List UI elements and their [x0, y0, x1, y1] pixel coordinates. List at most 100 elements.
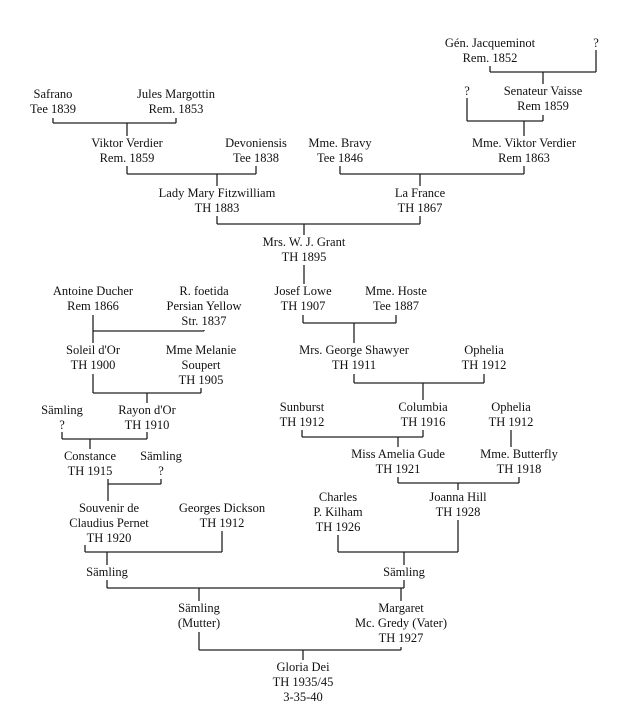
node-line: ? — [158, 464, 164, 478]
node-line: ? — [593, 36, 599, 50]
node-samling-4: Sämling — [383, 565, 425, 580]
node-line: Gloria Dei — [276, 660, 330, 674]
node-samling-mutter: Sämling(Mutter) — [178, 601, 220, 631]
node-line: Soupert — [181, 358, 221, 372]
node-line: TH 1895 — [281, 250, 327, 264]
node-line: TH 1935/45 — [272, 675, 334, 689]
node-line: TH 1900 — [70, 358, 116, 372]
node-line: Columbia — [398, 400, 448, 414]
node-line: Mc. Gredy (Vater) — [355, 616, 447, 630]
node-line: Tee 1839 — [30, 102, 76, 116]
node-line: Tee 1887 — [373, 299, 419, 313]
node-line: Mrs. George Shawyer — [299, 343, 409, 357]
node-line: Rem. 1859 — [99, 151, 155, 165]
node-line: ? — [59, 418, 65, 432]
node-line: Ophelia — [464, 343, 504, 357]
node-unknown-top: ? — [593, 36, 599, 51]
node-line: Jules Margottin — [137, 87, 215, 101]
node-line: Miss Amelia Gude — [351, 447, 445, 461]
node-line: TH 1927 — [378, 631, 424, 645]
node-line: Sunburst — [279, 400, 325, 414]
node-line: Souvenir de — [78, 501, 140, 515]
node-line: TH 1921 — [375, 462, 421, 476]
node-line: Rem. 1852 — [462, 51, 518, 65]
node-line: Viktor Verdier — [91, 136, 163, 150]
node-line: Mme. Bravy — [308, 136, 372, 150]
node-line: Sämling — [140, 449, 182, 463]
node-line: Ophelia — [491, 400, 531, 414]
node-line: TH 1911 — [331, 358, 377, 372]
node-line: Mme. Hoste — [365, 284, 427, 298]
node-line: Charles — [318, 490, 358, 504]
node-line: Devoniensis — [225, 136, 287, 150]
node-line: Rem 1859 — [517, 99, 569, 113]
node-line: La France — [394, 186, 446, 200]
node-line: R. foetida — [179, 284, 229, 298]
node-line: Margaret — [378, 601, 424, 615]
node-line: (Mutter) — [177, 616, 221, 630]
node-line: TH 1912 — [461, 358, 507, 372]
node-line: TH 1918 — [496, 462, 542, 476]
node-line: Mme Melanie — [165, 343, 237, 357]
node-line: Rem 1866 — [67, 299, 119, 313]
node-samling-1: Sämling? — [41, 403, 83, 433]
node-line: TH 1912 — [488, 415, 534, 429]
node-line: Tee 1838 — [233, 151, 279, 165]
node-samling-2: Sämling? — [140, 449, 182, 479]
node-line: Rem. 1853 — [148, 102, 204, 116]
node-line: TH 1928 — [435, 505, 481, 519]
node-line: TH 1912 — [279, 415, 325, 429]
node-line: Antoine Ducher — [52, 284, 134, 298]
node-line: Rayon d'Or — [118, 403, 176, 417]
node-line: TH 1883 — [194, 201, 240, 215]
node-line: Josef Lowe — [274, 284, 332, 298]
node-line: Sämling — [41, 403, 83, 417]
node-line: Soleil d'Or — [66, 343, 120, 357]
node-line: P. Kilham — [313, 505, 363, 519]
node-line: TH 1905 — [178, 373, 224, 387]
node-line: Sämling — [178, 601, 220, 615]
node-line: Sämling — [86, 565, 128, 579]
node-line: Str. 1837 — [181, 314, 227, 328]
node-unknown-vaisse: ? — [464, 84, 470, 99]
node-line: Constance — [63, 449, 117, 463]
node-line: TH 1926 — [315, 520, 361, 534]
node-line: Tee 1846 — [317, 151, 363, 165]
node-line: Sämling — [383, 565, 425, 579]
node-line: Mrs. W. J. Grant — [262, 235, 346, 249]
node-line: ? — [464, 84, 470, 98]
node-line: TH 1912 — [199, 516, 245, 530]
node-line: TH 1867 — [397, 201, 443, 215]
node-line: TH 1907 — [280, 299, 326, 313]
node-line: Gén. Jacqueminot — [444, 36, 536, 50]
node-line: Safrano — [33, 87, 73, 101]
